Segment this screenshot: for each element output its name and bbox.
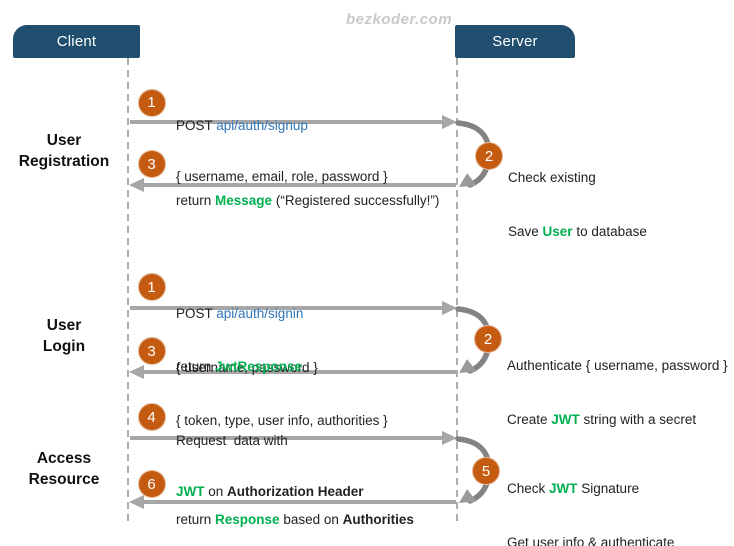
step-circle: 3 (137, 337, 166, 365)
arrowhead-loop-icon (455, 172, 477, 194)
step-circle: 4 (137, 403, 166, 431)
server-actor-label: Server (492, 33, 538, 50)
step-circle: 2 (475, 142, 503, 170)
arrowhead-loop-icon (455, 488, 477, 510)
request-message: Request data with JWT on Authorization H… (176, 433, 364, 499)
server-actor-box: Server (455, 25, 575, 58)
step-circle: 6 (137, 470, 166, 498)
client-actor-box: Client (13, 25, 140, 58)
step-circle: 3 (137, 150, 166, 178)
step-circle: 2 (474, 325, 502, 353)
server-action: Authenticate { username, password } Crea… (507, 358, 728, 427)
arrowhead-left-icon (129, 495, 144, 509)
step-circle: 5 (472, 457, 500, 485)
arrowhead-left-icon (129, 365, 144, 379)
arrowhead-right-icon (442, 115, 457, 129)
section-label-user-login: User Login (42, 317, 86, 355)
arrowhead-left-icon (129, 178, 144, 192)
response-message: return JwtResponse { token, type, user i… (176, 359, 388, 428)
client-actor-label: Client (56, 33, 97, 50)
arrowhead-right-icon (442, 301, 457, 315)
request-message: POST api/auth/signin { username, passwor… (176, 306, 318, 375)
response-message: return Response based on Authorities (176, 512, 414, 527)
request-message: POST api/auth/signup { username, email, … (176, 118, 388, 184)
step-circle: 1 (137, 273, 166, 301)
section-label-access-resource: Access Resource (28, 450, 100, 488)
arrowhead-loop-icon (455, 358, 477, 380)
server-action: Check existing Save User to database (508, 170, 647, 239)
step-circle: 1 (137, 88, 166, 117)
watermark: bezkoder.com (346, 11, 453, 28)
arrowhead-right-icon (442, 431, 457, 445)
section-label-user-registration: User Registration (18, 132, 110, 170)
server-action: Check JWT Signature Get user info & auth… (507, 481, 675, 546)
response-message: return Message (“Registered successfully… (176, 193, 440, 208)
